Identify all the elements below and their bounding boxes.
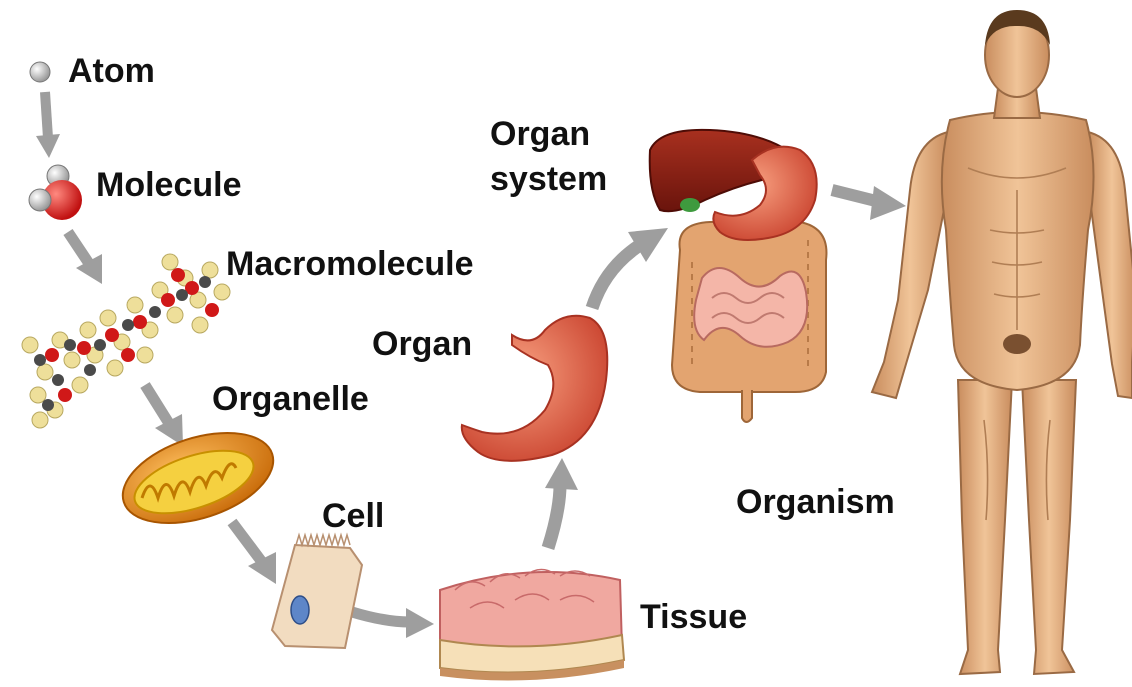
arrow-organ-to-organ-system (592, 228, 668, 308)
label-molecule: Molecule (96, 166, 241, 204)
tissue-illustration (440, 569, 624, 680)
label-cell: Cell (322, 497, 384, 535)
arrow-tissue-to-organ (545, 458, 578, 548)
organelle-illustration (111, 416, 284, 540)
label-organism: Organism (736, 483, 895, 521)
cell-illustration (272, 535, 362, 648)
label-tissue: Tissue (640, 598, 747, 636)
label-atom: Atom (68, 52, 155, 90)
arrow-organelle-to-cell (232, 522, 276, 584)
arrow-cell-to-tissue (352, 608, 434, 638)
organism-illustration (872, 10, 1132, 674)
label-organ-system-line1: Organ (490, 115, 590, 153)
arrow-macromolecule-to-organelle (145, 385, 183, 446)
label-organ: Organ (372, 325, 472, 363)
arrow-organ-system-to-organism (832, 186, 906, 220)
arrow-atom-to-molecule (36, 92, 60, 158)
macromolecule-illustration (22, 254, 230, 428)
label-organ-system-line2: system (490, 160, 607, 198)
molecule-illustration (29, 165, 82, 220)
organ-illustration (462, 316, 607, 461)
organ-system-illustration (650, 130, 827, 422)
label-macromolecule: Macromolecule (226, 245, 474, 283)
atom-illustration (30, 62, 50, 82)
arrow-molecule-to-macromolecule (68, 232, 102, 284)
label-organelle: Organelle (212, 380, 369, 418)
